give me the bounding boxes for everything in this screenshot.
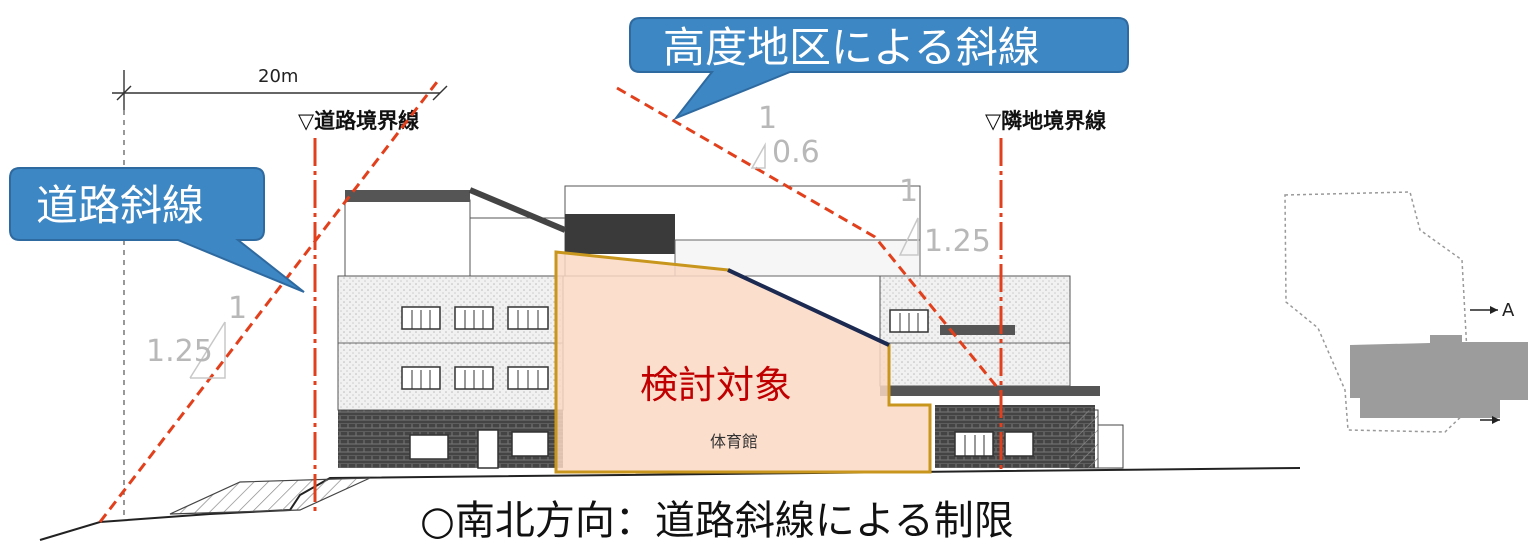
caption: ○南北方向：道路斜線による制限 xyxy=(420,498,1014,544)
dimension-20m: 20m xyxy=(112,66,448,520)
dimension-label: 20m xyxy=(258,66,298,87)
road-boundary-label: ▽道路境界線 xyxy=(298,109,419,133)
road-slope-rise: 1 xyxy=(228,291,247,326)
key-plan-section-mark: A xyxy=(1502,300,1515,321)
adjacent-boundary: ▽隣地境界線 xyxy=(985,109,1106,470)
adjacent-boundary-label: ▽隣地境界線 xyxy=(985,109,1106,133)
road-slope-callout-text: 道路斜線 xyxy=(36,181,204,230)
road-slope-run: 1.25 xyxy=(146,334,213,369)
height-district-callout: 高度地区による斜線 xyxy=(629,17,1129,121)
gym-label: 体育館 xyxy=(710,432,758,451)
key-plan: A xyxy=(1284,191,1528,433)
building xyxy=(337,185,1124,469)
target-label: 検討対象 xyxy=(640,363,792,407)
height-slope-lower-run: 1.25 xyxy=(924,224,991,259)
road-slope-callout: 道路斜線 xyxy=(9,167,305,293)
road-boundary: ▽道路境界線 xyxy=(298,109,419,512)
road-slope-line: 1 1.25 xyxy=(98,77,442,523)
height-district-slope-line: 1 0.6 1 1.25 xyxy=(616,86,1003,393)
height-slope-lower-rise: 1 xyxy=(899,174,918,209)
height-district-callout-text: 高度地区による斜線 xyxy=(663,23,1040,72)
height-slope-upper-run: 0.6 xyxy=(772,135,820,170)
target-gymnasium xyxy=(554,250,932,474)
height-slope-upper-rise: 1 xyxy=(758,101,777,136)
